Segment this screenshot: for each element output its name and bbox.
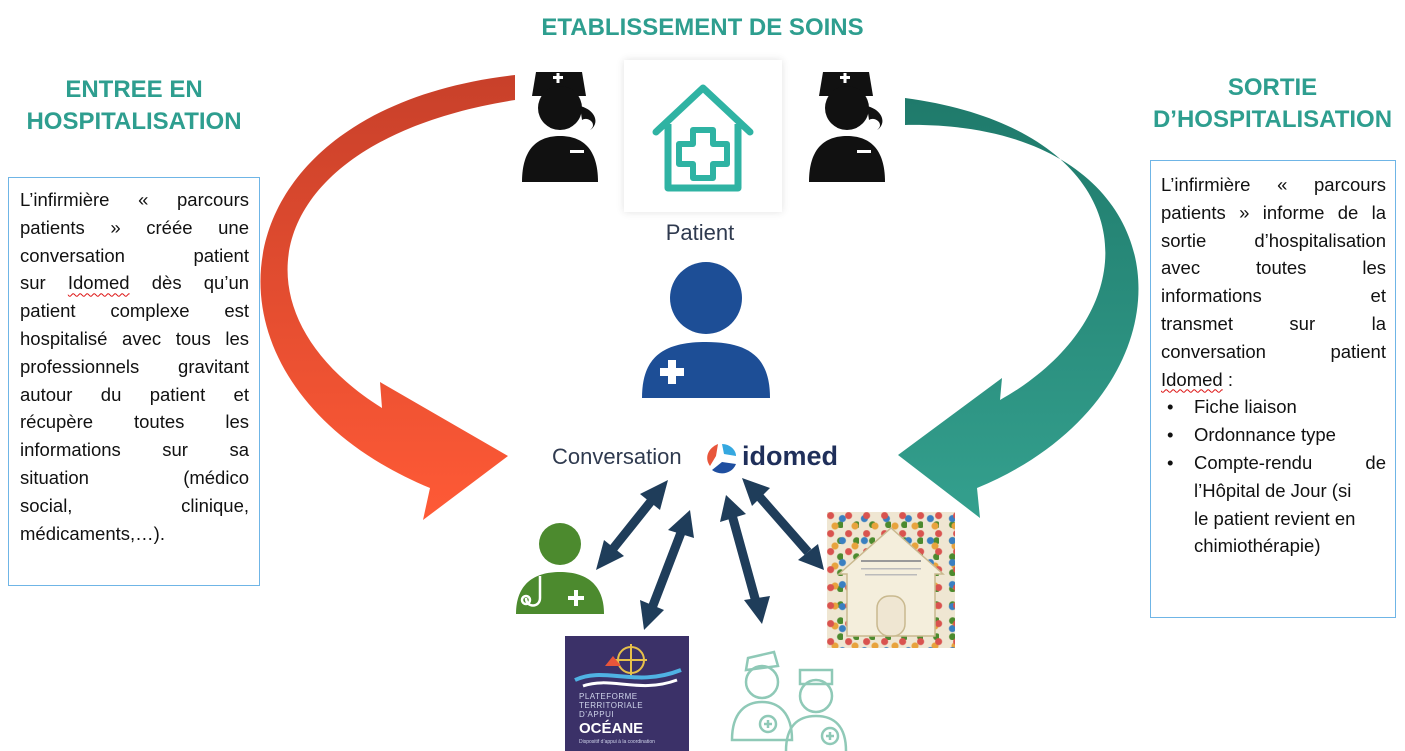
nurse-left-icon [522, 72, 598, 182]
nurses-outline-icon [730, 650, 848, 751]
exit-text-line: transmet sur la [1161, 312, 1386, 334]
link-arrow-support [742, 478, 824, 570]
idomed-brand: idomed [742, 441, 839, 471]
exit-curved-arrow [898, 98, 1139, 518]
entry-text-line: patient complexe est [20, 300, 249, 322]
doctor-icon [516, 523, 604, 614]
entry-text-line: situation (médico [20, 466, 249, 488]
patient-icon [642, 262, 770, 398]
entry-text-line: professionnels gravitant [20, 355, 249, 377]
idomed-word: Idomed [67, 272, 130, 294]
hospital-icon [652, 84, 754, 192]
entry-text-line: sur Idomed dès qu’un [20, 272, 250, 294]
entry-text-line: hospitalisé avec tous les [20, 327, 249, 349]
home-shape-icon [837, 526, 945, 637]
entry-curved-arrow [260, 75, 515, 520]
patient-label: Patient [665, 220, 735, 245]
entry-heading-line2: HOSPITALISATION [26, 108, 242, 135]
list-item: Ordonnance type [1161, 421, 1386, 449]
list-item-continuation: chimiothérapie) [1194, 535, 1321, 557]
exit-heading-line1: SORTIE [1227, 74, 1318, 101]
exit-document-list: Fiche liaison Ordonnance type Compte-ren… [1161, 393, 1386, 560]
pta-tagline: Dispositif d’appui à la coordination [579, 739, 655, 745]
list-item-continuation: l’Hôpital de Jour (si [1194, 479, 1352, 501]
exit-heading: SORTIE D’HOSPITALISATION [1140, 72, 1405, 136]
entry-text-line: conversation patient [20, 244, 249, 266]
exit-text-line: avec toutes les [1161, 257, 1386, 279]
list-item: Compte-rendu de [1161, 449, 1386, 477]
entry-text-line: informations sur sa [20, 439, 249, 461]
entry-text-line: social, clinique, [20, 494, 249, 516]
link-arrow-nurses [720, 495, 770, 624]
exit-text-line: patients » informe de la [1161, 201, 1386, 223]
exit-description-box: L’infirmière « parcours patients » infor… [1150, 160, 1396, 618]
exit-heading-line2: D’HOSPITALISATION [1152, 106, 1393, 133]
nurse-right-icon [809, 72, 885, 182]
pta-oceane-logo: PLATEFORME TERRITORIALE D’APPUI OCÉANE D… [565, 636, 689, 751]
link-arrow-doctor [596, 480, 668, 570]
pta-wave-icon [574, 644, 682, 688]
list-item: Fiche liaison [1161, 393, 1386, 421]
exit-text-line: conversation patient [1161, 340, 1386, 362]
entry-text-line: autour du patient et [20, 383, 249, 405]
entry-heading: ENTREE EN HOSPITALISATION [0, 74, 268, 138]
pta-name: PLATEFORME TERRITORIALE D’APPUI [579, 692, 644, 719]
page-title: ETABLISSEMENT DE SOINS [541, 14, 864, 41]
entry-text-line: L’infirmière « parcours [20, 189, 249, 210]
exit-text-line: Idomed : [1161, 368, 1233, 390]
link-arrow-pta [640, 510, 694, 630]
entry-text-line: patients » créée une [20, 216, 249, 238]
support-home-image [827, 512, 955, 648]
idomed-word: Idomed [1161, 368, 1223, 390]
entry-description-box: L’infirmière « parcours patients » créée… [8, 177, 260, 586]
exit-text-line: sortie d’hospitalisation [1161, 229, 1386, 251]
idomed-logo-icon [707, 444, 736, 474]
entry-heading-line1: ENTREE EN [65, 76, 203, 103]
pta-oceane-title: OCÉANE [579, 720, 644, 737]
link-arrows [596, 478, 824, 630]
exit-text-line: L’infirmière « parcours [1161, 174, 1386, 195]
exit-text-line: informations et [1161, 285, 1386, 307]
conversation-label: Conversation [552, 444, 682, 469]
hospital-card [624, 60, 782, 212]
entry-text-line: récupère toutes les [20, 411, 249, 433]
entry-text-line: médicaments,…). [20, 522, 165, 544]
list-item-continuation: le patient revient en [1194, 507, 1356, 529]
